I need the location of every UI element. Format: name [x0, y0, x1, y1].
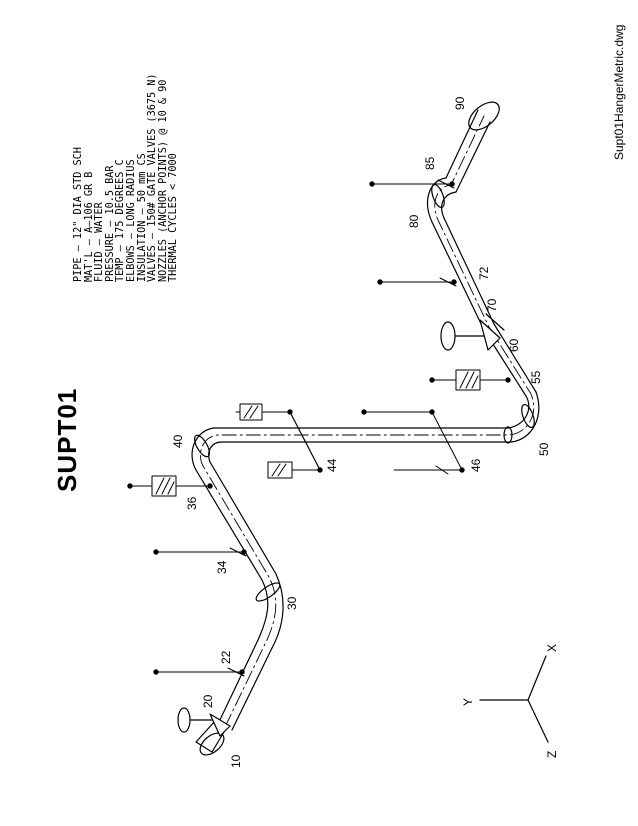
node-label-70: 70: [485, 298, 499, 312]
node-label-72: 72: [477, 266, 491, 280]
nozzle-90-end: [468, 101, 500, 131]
nozzle-10-end: [199, 732, 225, 756]
drawing-title: SUPT01: [52, 387, 82, 492]
node-labels: 10 20 22 30 34 36 40 44 46 50 55 60 70 7…: [171, 96, 559, 768]
node-label-90: 90: [453, 96, 467, 110]
hanger-supports: [127, 179, 511, 677]
axis-triad: [479, 655, 549, 743]
node-label-22: 22: [219, 650, 233, 664]
node-label-60: 60: [507, 338, 521, 352]
node-label-30: 30: [285, 596, 299, 610]
node-label-40: 40: [171, 434, 185, 448]
node-label-44: 44: [325, 458, 339, 472]
node-label-34: 34: [215, 560, 229, 574]
node-label-10: 10: [229, 754, 243, 768]
node-label-36: 36: [185, 496, 199, 510]
spec-notes: PIPE – 12" DIA STD SCH MAT'L – A–106 GR …: [73, 73, 180, 282]
node-label-85: 85: [423, 156, 437, 170]
spec-line: PIPE – 12" DIA STD SCH: [73, 147, 84, 282]
gate-valves: [177, 313, 505, 737]
drawing-filename: Supt01HangerMetric.dwg: [612, 24, 626, 160]
node-label-20: 20: [201, 694, 215, 708]
node-label-55: 55: [529, 370, 543, 384]
node-label-50: 50: [537, 442, 551, 456]
axis-label-y: Y: [461, 698, 475, 706]
pipe-run: [191, 101, 540, 756]
node-label-80: 80: [407, 214, 421, 228]
axis-label-z: Z: [545, 751, 559, 758]
spec-line: ELBOWS – LONG RADIUS: [125, 159, 137, 282]
axis-label-x: X: [545, 644, 559, 652]
pipe-centerline: [199, 115, 535, 728]
node-label-46: 46: [469, 458, 483, 472]
spec-line: THERMAL CYCLES < 7000: [168, 153, 180, 282]
